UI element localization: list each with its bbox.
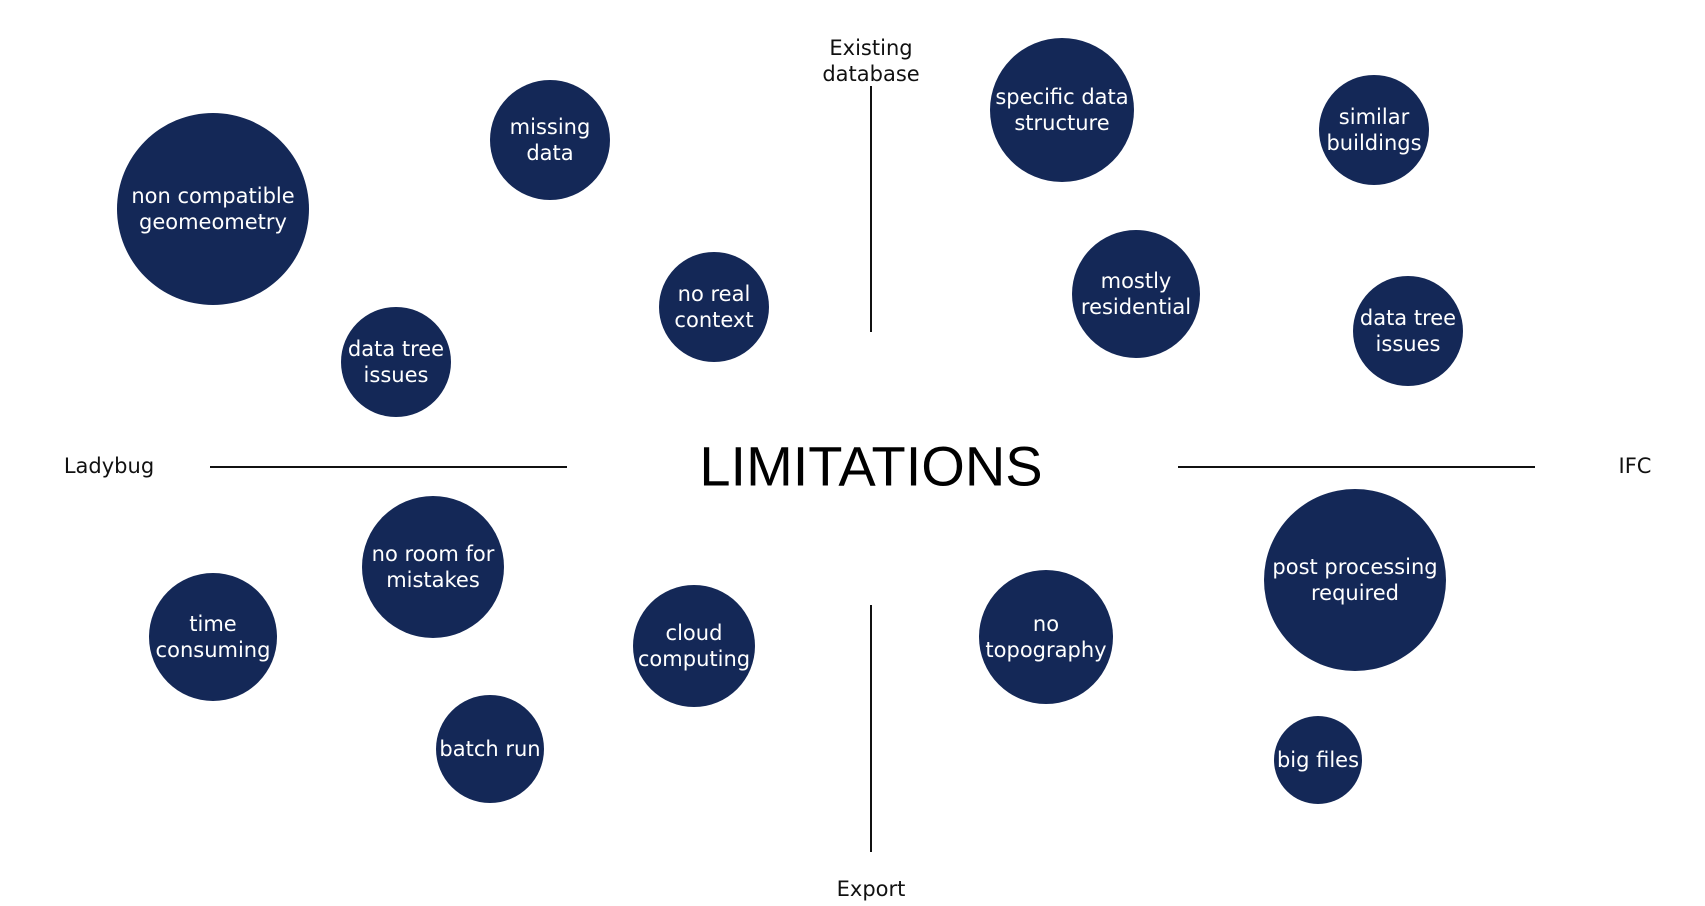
bubble-label: no room for mistakes	[371, 542, 495, 592]
axis-label-right: IFC	[1618, 454, 1652, 478]
bubble-specific-data-structure: specific data structure	[990, 38, 1134, 182]
bubble-post-processing-required: post processing required	[1264, 489, 1446, 671]
axis-line-top	[870, 86, 872, 332]
bubble-non-compatible-geometry: non compatible geomeometry	[117, 113, 309, 305]
axis-line-bottom	[870, 605, 872, 852]
axis-line-left	[210, 466, 567, 468]
bubble-no-room-for-mistakes: no room for mistakes	[362, 496, 504, 638]
diagram-title: LIMITATIONS	[699, 434, 1043, 498]
bubble-batch-run: batch run	[436, 695, 544, 803]
axis-label-bottom: Export	[836, 877, 906, 901]
bubble-label: mostly residential	[1080, 269, 1192, 319]
bubble-label: data tree issues	[347, 337, 445, 387]
bubble-label: similar buildings	[1326, 105, 1422, 155]
bubble-label: non compatible geomeometry	[131, 184, 295, 234]
axis-line-right	[1178, 466, 1535, 468]
bubble-label: big files	[1276, 748, 1360, 772]
bubble-label: time consuming	[155, 612, 271, 662]
bubble-mostly-residential: mostly residential	[1072, 230, 1200, 358]
bubble-data-tree-issues-right: data tree issues	[1353, 276, 1463, 386]
bubble-time-consuming: time consuming	[149, 573, 277, 701]
bubble-label: batch run	[439, 737, 541, 761]
bubble-cloud-computing: cloud computing	[633, 585, 755, 707]
bubble-no-topography: no topography	[979, 570, 1113, 704]
bubble-data-tree-issues-left: data tree issues	[341, 307, 451, 417]
axis-label-top: Existing database	[822, 36, 920, 86]
bubble-label: missing data	[509, 115, 591, 165]
bubble-no-real-context: no real context	[659, 252, 769, 362]
axis-label-left: Ladybug	[63, 454, 155, 478]
bubble-label: post processing required	[1272, 555, 1438, 605]
bubble-label: data tree issues	[1359, 306, 1457, 356]
bubble-big-files: big files	[1274, 716, 1362, 804]
bubble-label: no real context	[674, 282, 754, 332]
bubble-similar-buildings: similar buildings	[1319, 75, 1429, 185]
bubble-label: cloud computing	[637, 621, 751, 671]
bubble-missing-data: missing data	[490, 80, 610, 200]
bubble-label: specific data structure	[995, 85, 1129, 135]
bubble-label: no topography	[985, 612, 1107, 662]
